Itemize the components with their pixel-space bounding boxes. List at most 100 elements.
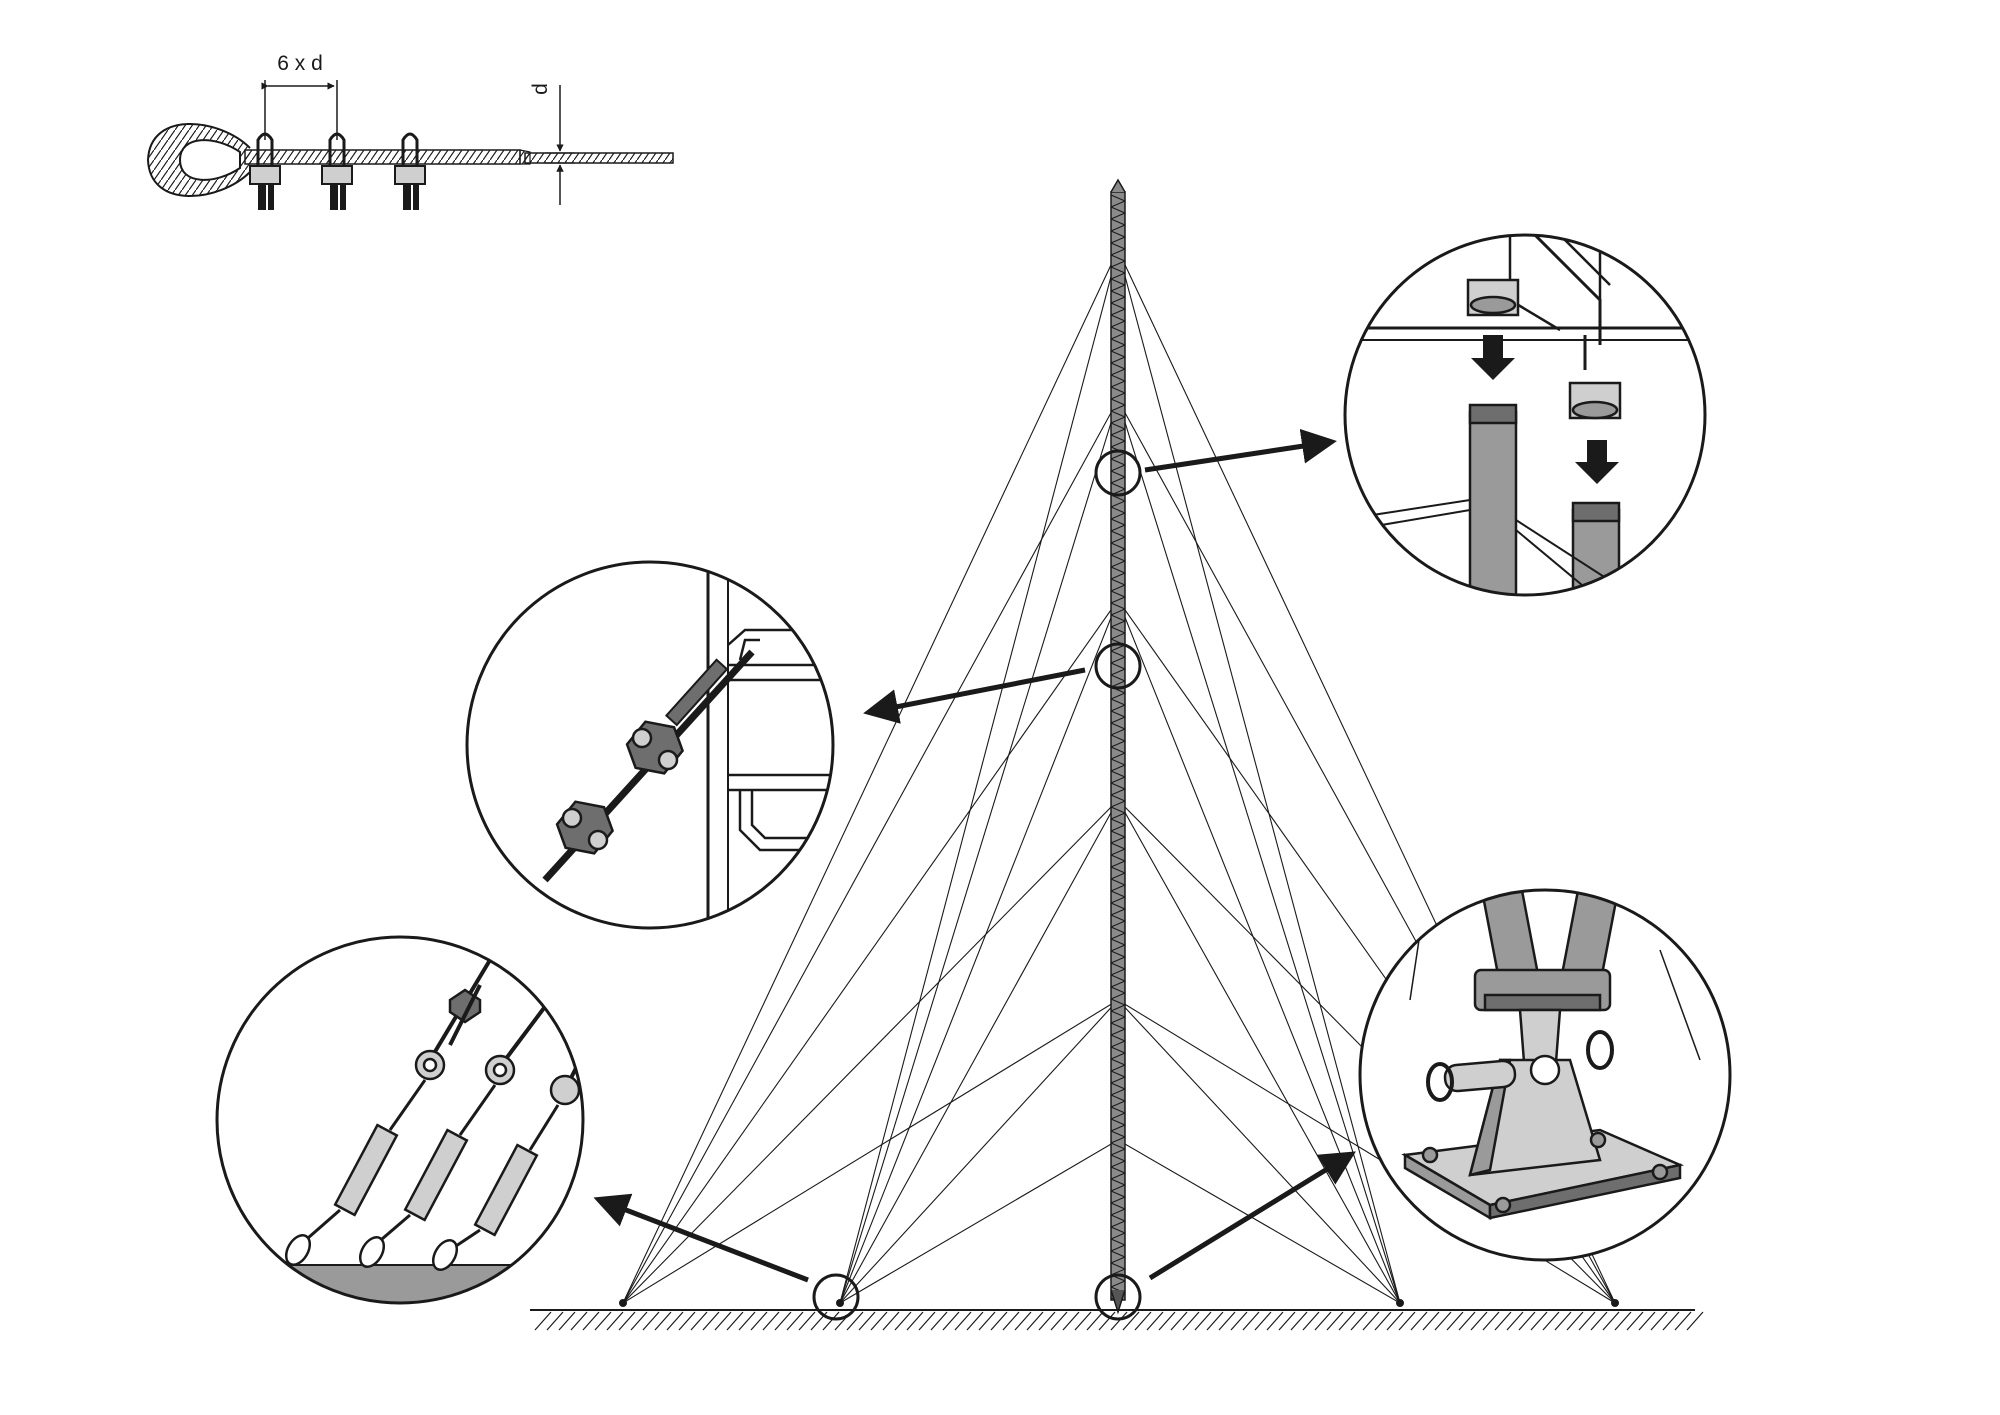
ground-hatch-line	[534, 1311, 552, 1331]
mast-lattice-brace	[1110, 728, 1126, 736]
mast-lattice-brace	[1110, 266, 1126, 274]
mast-lattice-brace	[1110, 884, 1126, 892]
mast-lattice-brace	[1110, 464, 1126, 472]
plate-bolt-3	[1651, 1163, 1669, 1181]
ground-hatch-line	[594, 1311, 612, 1331]
ground-hatch-line	[1506, 1311, 1524, 1331]
ground-hatch-line	[1494, 1311, 1512, 1331]
mast-lattice-brace	[1110, 452, 1126, 460]
mast-lattice-brace	[1110, 806, 1126, 814]
mast-lattice-brace	[1110, 1208, 1126, 1216]
spacing-label: 6 x d	[277, 52, 323, 75]
ground-hatch-line	[642, 1311, 660, 1331]
mast-lattice-brace	[1110, 1184, 1126, 1192]
mast-lattice-brace	[1110, 380, 1126, 388]
mast-lattice-brace	[1110, 374, 1126, 382]
rope-clamp-3	[394, 132, 426, 210]
mast-lattice-brace	[1110, 1226, 1126, 1234]
mast-lattice-brace	[1110, 644, 1126, 652]
ground-hatch-line	[1518, 1311, 1536, 1331]
ground-hatch-line	[558, 1311, 576, 1331]
mast-lattice-brace	[1110, 914, 1126, 922]
down-arrow-right-icon	[1575, 440, 1619, 484]
mast-lattice-brace	[1110, 338, 1126, 346]
arrow-to-base	[1148, 1151, 1356, 1281]
mast-lattice-brace	[1110, 392, 1126, 400]
mast-lattice-brace	[1110, 986, 1126, 994]
detail-turnbuckle	[215, 935, 585, 1305]
ground-hatch-line	[546, 1311, 564, 1331]
ground-hatch-line	[738, 1311, 756, 1331]
plate-bolt-2	[1494, 1196, 1512, 1214]
mast-lattice-brace	[1110, 242, 1126, 250]
mast-lattice-brace	[1110, 224, 1126, 232]
ground-hatch-line	[750, 1311, 768, 1331]
mast-lattice-brace	[1110, 512, 1126, 520]
mast-lattice-brace	[1110, 872, 1126, 880]
mast-lattice-brace	[1110, 746, 1126, 754]
mast-lattice-brace	[1110, 248, 1126, 256]
mast-lattice-brace	[1110, 614, 1126, 622]
mast-lattice-brace	[1110, 662, 1126, 670]
ground-hatch-line	[690, 1311, 708, 1331]
mast-lattice-brace	[1110, 902, 1126, 910]
wire-rope-double	[244, 149, 521, 165]
arrow-to-guy-clamp	[863, 667, 1086, 724]
rope-clamp-1	[249, 132, 281, 210]
mast-lattice-brace	[1110, 200, 1126, 208]
mast-lattice-brace	[1110, 542, 1126, 550]
ground-hatch-line	[1662, 1311, 1680, 1331]
turnbuckle-2	[358, 998, 552, 1268]
mast-lattice-brace	[1110, 560, 1126, 568]
mast-lattice-brace	[1110, 740, 1126, 748]
mast-lattice-brace	[1110, 656, 1126, 664]
mast-lattice-brace	[1110, 1136, 1126, 1144]
mast-lattice-brace	[1110, 518, 1126, 526]
ground-hatch-line	[1614, 1311, 1632, 1331]
mast-lattice-brace	[1110, 536, 1126, 544]
rope-clamp-2	[321, 132, 353, 210]
mast-lattice-brace	[1110, 632, 1126, 640]
ground-hatch-line	[1242, 1311, 1260, 1331]
ground-hatch-line	[654, 1311, 672, 1331]
mast-lattice-brace	[1110, 1196, 1126, 1204]
diameter-label: d	[529, 83, 552, 95]
down-arrow-left-icon	[1471, 335, 1515, 380]
mast-lattice-brace	[1110, 278, 1126, 286]
ground-hatch-line	[1530, 1311, 1548, 1331]
plate-bolt-4	[1589, 1131, 1607, 1149]
mast-lattice-brace	[1110, 626, 1126, 634]
mast-lattice-brace	[1110, 1244, 1126, 1252]
ground-hatch-line	[678, 1311, 696, 1331]
mast-lattice-brace	[1110, 944, 1126, 952]
cable-thimble-detail: 6 x d d	[146, 52, 674, 210]
mast-lattice-brace	[1110, 698, 1126, 706]
mast-lattice-brace	[1110, 1262, 1126, 1270]
ground-hatch-line	[930, 1311, 948, 1331]
mast-lattice-brace	[1110, 1040, 1126, 1048]
mast-lattice-brace	[1110, 1010, 1126, 1018]
ground-hatch-line	[1206, 1311, 1224, 1331]
mast-lattice-brace	[1110, 368, 1126, 376]
mast-lattice-brace	[1110, 1250, 1126, 1258]
anchor-right-outer	[1611, 1299, 1619, 1307]
mast-lattice-brace	[1110, 992, 1126, 1000]
ground-hatch-line	[954, 1311, 972, 1331]
mast-lattice-brace	[1110, 362, 1126, 370]
mast-lattice-brace	[1110, 980, 1126, 988]
mast-lattice-brace	[1110, 800, 1126, 808]
mast-lattice-brace	[1110, 530, 1126, 538]
ground-hatch-line	[1122, 1311, 1140, 1331]
ground-hatch-line	[990, 1311, 1008, 1331]
mast-lattice-brace	[1110, 1148, 1126, 1156]
mast-lattice-brace	[1110, 920, 1126, 928]
mast-lattice-brace	[1110, 1058, 1126, 1066]
guy-clamp-lower	[555, 800, 615, 855]
mast-lattice-brace	[1110, 416, 1126, 424]
mast-lattice-brace	[1110, 974, 1126, 982]
mast-lattice-brace	[1110, 1112, 1126, 1120]
mast-lattice-brace	[1110, 260, 1126, 268]
mast-lattice-brace	[1110, 692, 1126, 700]
ground-hatch-line	[1542, 1311, 1560, 1331]
